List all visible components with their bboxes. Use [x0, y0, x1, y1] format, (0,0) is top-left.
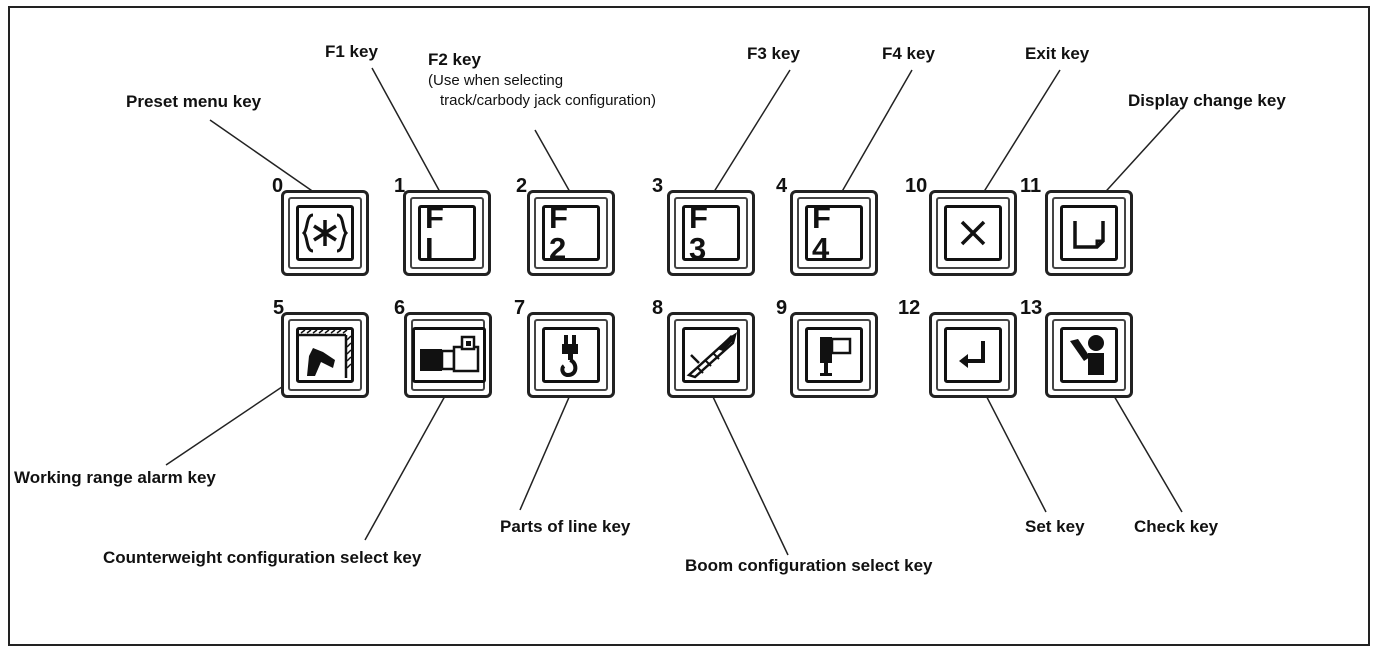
jack-configuration-icon [820, 337, 852, 376]
label-f2-note-line1: (Use when selecting [428, 72, 564, 89]
leader-lines [165, 67, 1183, 556]
key-5-face [296, 327, 354, 383]
key-12-face [944, 327, 1002, 383]
key-13[interactable] [1045, 312, 1133, 398]
key-number-7: 7 [514, 297, 526, 319]
key-13-face [1060, 327, 1118, 383]
key-7[interactable] [527, 312, 615, 398]
preset-asterisk-icon [301, 213, 349, 253]
label-counterweight-config-select-key: Counterweight configuration select key [103, 548, 422, 567]
leader-f1 [371, 67, 441, 193]
leader-f4 [839, 69, 913, 196]
f2-key-face-label: F 2 [549, 205, 573, 261]
key-number-9: 9 [776, 297, 788, 319]
key-11[interactable] [1045, 190, 1133, 276]
label-f3-key: F3 key [747, 44, 800, 63]
f4-key-face-label: F 4 [812, 205, 836, 261]
label-preset-menu-key: Preset menu key [126, 92, 262, 111]
label-check-key: Check key [1134, 517, 1219, 536]
key-number-0: 0 [272, 175, 284, 197]
label-set-key: Set key [1025, 517, 1085, 536]
key-number-10: 10 [905, 175, 928, 197]
leader-f2 [534, 129, 571, 193]
key-1[interactable]: F I [403, 190, 491, 276]
key-5[interactable] [281, 312, 369, 398]
key-2[interactable]: F 2 [527, 190, 615, 276]
label-exit-key: Exit key [1025, 44, 1090, 63]
key-number-13: 13 [1020, 297, 1043, 319]
leader-preset [209, 119, 319, 196]
display-change-icon [1073, 221, 1105, 249]
key-number-11: 11 [1020, 175, 1042, 197]
f1-key-face-label: F I [425, 205, 449, 261]
leader-display [1097, 109, 1181, 201]
leader-f3 [711, 69, 791, 196]
label-boom-config-select-key: Boom configuration select key [685, 556, 933, 575]
working-range-alarm-icon [299, 330, 351, 378]
key-0-face [296, 205, 354, 261]
key-4-face: F 4 [805, 205, 863, 261]
key-number-2: 2 [516, 175, 528, 197]
key-10[interactable] [929, 190, 1017, 276]
boom-icon [686, 332, 737, 379]
f3-key-face-label: F 3 [689, 205, 713, 261]
label-working-range-alarm-key: Working range alarm key [14, 468, 216, 487]
leader-exit [979, 69, 1061, 199]
key-2-face: F 2 [542, 205, 600, 261]
leader-set [975, 375, 1047, 513]
key-9[interactable] [790, 312, 878, 398]
key-number-12: 12 [898, 297, 921, 319]
key-1-face: F I [418, 205, 476, 261]
counterweight-icon [420, 335, 480, 373]
hook-icon [560, 335, 578, 378]
key-3-face: F 3 [682, 205, 740, 261]
label-f2-note-line2: track/carbody jack configuration) [440, 92, 656, 109]
key-10-face [944, 205, 1002, 261]
key-8-face [682, 327, 740, 383]
key-4[interactable]: F 4 [790, 190, 878, 276]
label-f1-key: F1 key [325, 42, 378, 61]
label-parts-of-line-key: Parts of line key [500, 517, 631, 536]
key-0[interactable] [281, 190, 369, 276]
check-person-icon [1070, 335, 1104, 375]
label-f2-key: F2 key [428, 50, 481, 69]
key-6-face [412, 327, 486, 383]
key-number-5: 5 [273, 297, 285, 319]
key-11-face [1060, 205, 1118, 261]
key-number-4: 4 [776, 175, 788, 197]
key-number-8: 8 [652, 297, 664, 319]
enter-arrow-icon [959, 341, 985, 368]
key-9-face [805, 327, 863, 383]
key-7-face [542, 327, 600, 383]
leader-boom [704, 379, 789, 556]
close-x-icon [960, 220, 986, 246]
key-12[interactable] [929, 312, 1017, 398]
key-6[interactable] [404, 312, 492, 398]
label-display-change-key: Display change key [1128, 91, 1286, 110]
key-number-3: 3 [652, 175, 664, 197]
key-3[interactable]: F 3 [667, 190, 755, 276]
key-8[interactable] [667, 312, 755, 398]
key-number-1: 1 [394, 175, 406, 197]
key-number-6: 6 [394, 297, 406, 319]
label-f4-key: F4 key [882, 44, 935, 63]
